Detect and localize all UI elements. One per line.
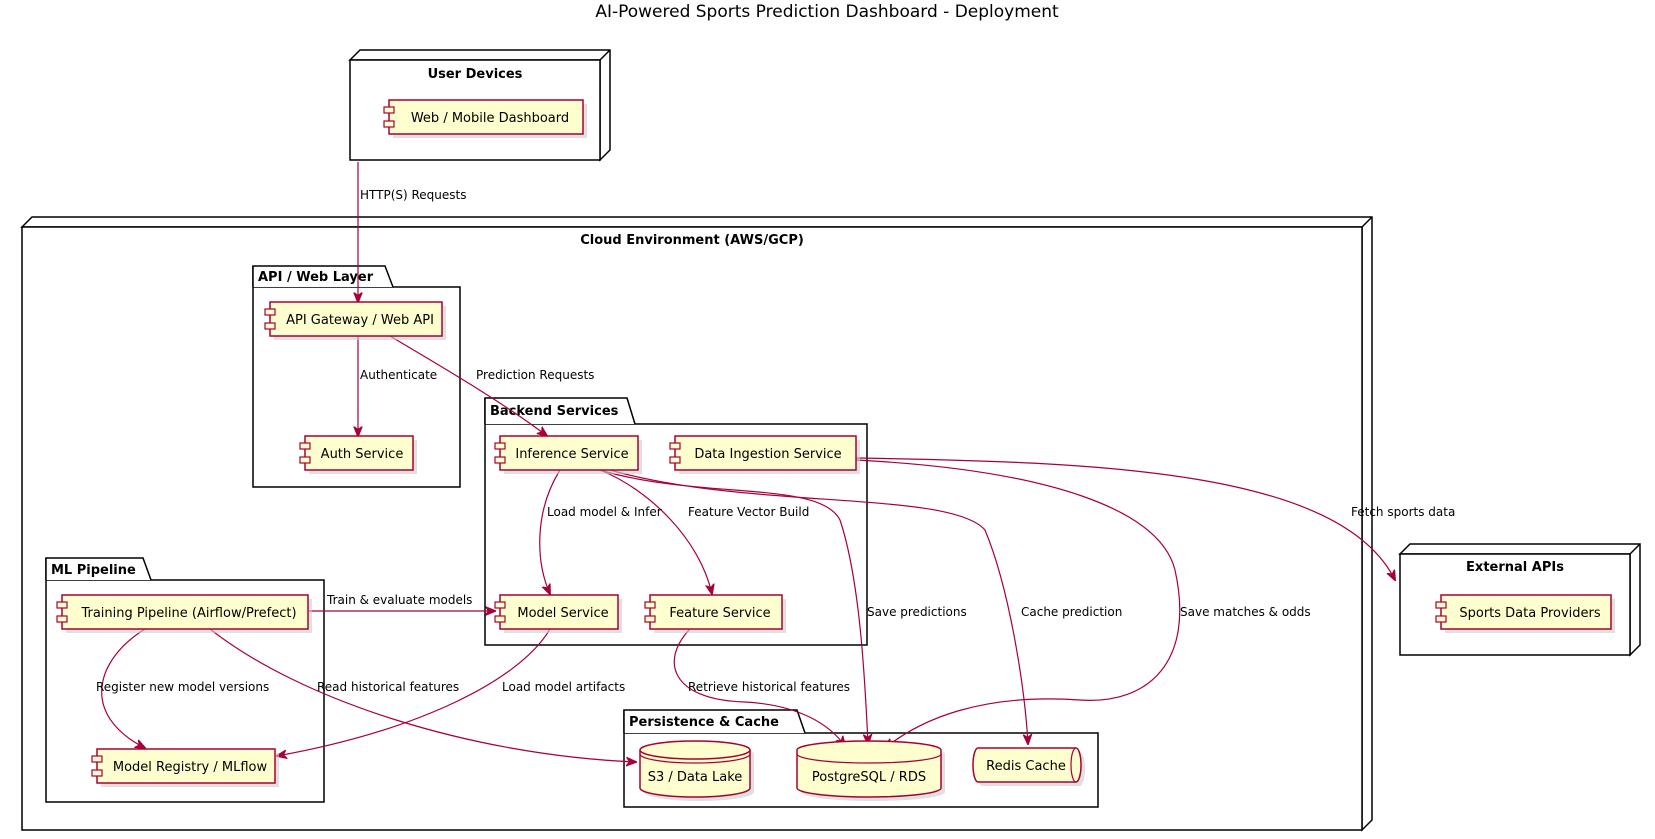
package-title-backend: Backend Services	[490, 404, 619, 419]
edge-read-historical	[209, 628, 636, 762]
component-label-sports-providers: Sports Data Providers	[1459, 606, 1601, 621]
queue-redis[interactable]: Redis Cache	[972, 747, 1085, 786]
component-training[interactable]: Training Pipeline (Airflow/Prefect)	[56, 594, 312, 633]
component-api-gateway[interactable]: API Gateway / Web API	[264, 301, 446, 340]
edge-prediction-requests	[389, 335, 547, 436]
edge-label-register: Register new model versions	[96, 680, 269, 694]
edge-label-save-matches: Save matches & odds	[1180, 605, 1311, 619]
edge-label-load-model: Load model & Infer	[547, 505, 662, 519]
component-label-api-gateway: API Gateway / Web API	[286, 313, 434, 328]
component-label-training: Training Pipeline (Airflow/Prefect)	[80, 606, 296, 621]
node-title-user-devices: User Devices	[428, 67, 523, 82]
edge-label-read-historical: Read historical features	[317, 680, 459, 694]
component-model-service[interactable]: Model Service	[494, 594, 622, 633]
edge-label-retrieve-historical: Retrieve historical features	[688, 680, 850, 694]
edges	[101, 162, 1395, 762]
diagram-title: AI-Powered Sports Prediction Dashboard -…	[595, 2, 1059, 22]
edge-cache-prediction	[609, 469, 1028, 744]
database-label-s3: S3 / Data Lake	[648, 770, 743, 785]
component-label-inference: Inference Service	[515, 447, 628, 462]
package-title-api-layer: API / Web Layer	[258, 270, 374, 285]
component-label-dashboard: Web / Mobile Dashboard	[411, 111, 569, 126]
component-label-registry: Model Registry / MLflow	[113, 760, 268, 775]
node-title-external-apis: External APIs	[1466, 560, 1564, 575]
component-registry[interactable]: Model Registry / MLflow	[91, 748, 279, 787]
component-label-auth: Auth Service	[321, 447, 404, 462]
edge-label-train-eval: Train & evaluate models	[326, 593, 472, 607]
component-auth[interactable]: Auth Service	[299, 435, 417, 474]
edge-label-save-predictions: Save predictions	[867, 605, 967, 619]
edge-load-model	[539, 469, 561, 594]
node-title-cloud: Cloud Environment (AWS/GCP)	[580, 233, 804, 248]
edge-feature-vector	[599, 469, 712, 594]
component-ingestion[interactable]: Data Ingestion Service	[669, 435, 860, 474]
component-feature-service[interactable]: Feature Service	[644, 594, 786, 633]
package-title-ml-pipeline: ML Pipeline	[51, 563, 136, 578]
database-s3[interactable]: S3 / Data Lake	[639, 740, 754, 801]
package-title-persistence: Persistence & Cache	[629, 715, 779, 730]
database-label-postgres: PostgreSQL / RDS	[812, 770, 926, 785]
component-label-ingestion: Data Ingestion Service	[694, 447, 841, 462]
edge-load-artifacts	[277, 628, 551, 756]
component-sports-providers[interactable]: Sports Data Providers	[1435, 594, 1615, 633]
edge-label-prediction-requests: Prediction Requests	[476, 368, 594, 382]
queue-label-redis: Redis Cache	[986, 759, 1066, 774]
edge-save-matches	[855, 459, 1181, 748]
component-inference[interactable]: Inference Service	[494, 435, 642, 474]
component-label-feature-service: Feature Service	[669, 606, 770, 621]
edge-label-fetch-sports: Fetch sports data	[1351, 505, 1455, 519]
component-dashboard[interactable]: Web / Mobile Dashboard	[383, 99, 587, 138]
edge-register	[101, 628, 145, 748]
edge-label-http: HTTP(S) Requests	[360, 188, 467, 202]
database-postgres[interactable]: PostgreSQL / RDS	[796, 740, 945, 801]
edge-retrieve-historical	[673, 628, 845, 746]
edge-label-feature-vector: Feature Vector Build	[688, 505, 809, 519]
edge-label-load-artifacts: Load model artifacts	[502, 680, 625, 694]
edge-label-cache-prediction: Cache prediction	[1021, 605, 1122, 619]
edge-fetch-sports	[855, 457, 1395, 580]
edge-label-authenticate: Authenticate	[360, 368, 437, 382]
component-label-model-service: Model Service	[517, 606, 608, 621]
